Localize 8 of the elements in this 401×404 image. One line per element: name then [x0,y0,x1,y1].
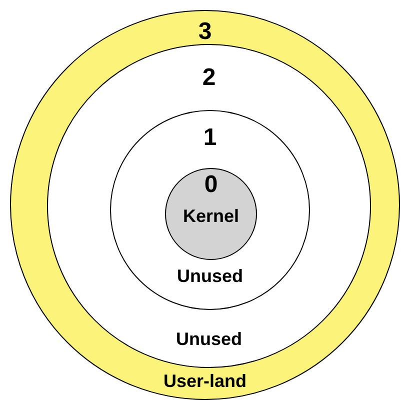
ring-label: Unused [176,328,242,350]
ring-number: 3 [198,17,212,47]
ring-number: 0 [204,170,218,200]
ring-number: 1 [203,123,217,153]
ring-label: User-land [163,370,247,392]
ring-label: Unused [177,265,243,288]
ring-label: Kernel [182,205,240,228]
ring-number: 2 [202,63,216,93]
